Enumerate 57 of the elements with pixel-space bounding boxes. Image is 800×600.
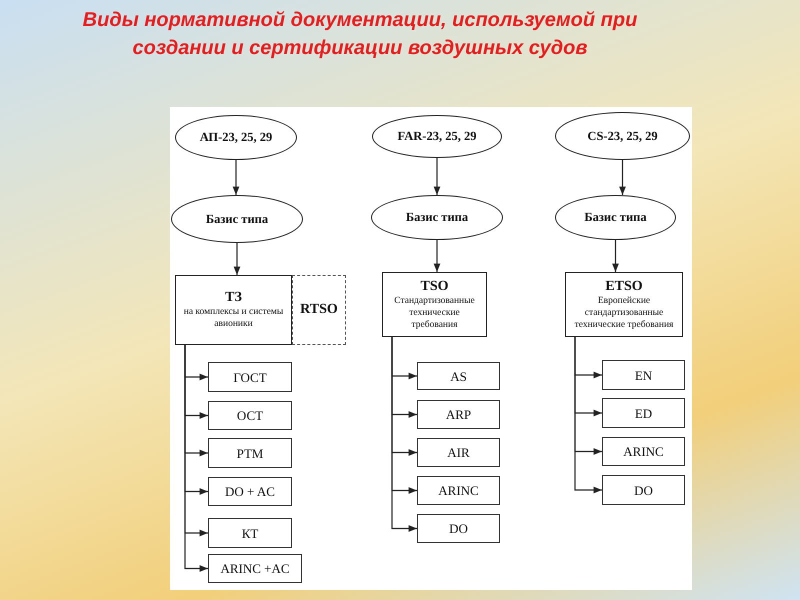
document-box <box>208 362 292 392</box>
node-label: ARINC <box>438 483 479 498</box>
arrow <box>234 243 240 275</box>
node-label: AS <box>450 368 467 384</box>
document-box <box>602 398 685 428</box>
arrow <box>391 337 417 532</box>
node-label: CS-23, 25, 29 <box>587 128 658 144</box>
document-box <box>602 475 685 505</box>
node-description: Европейские стандартизованные технические требования <box>574 294 674 330</box>
document-box <box>417 362 500 390</box>
node-label: Базис типа <box>206 212 268 226</box>
document-box <box>417 438 500 467</box>
arrow <box>574 337 602 494</box>
document-box <box>602 437 685 466</box>
node-label: Базис типа <box>406 210 468 225</box>
node-label: ED <box>634 406 652 420</box>
process-box <box>565 272 683 337</box>
document-box <box>417 514 500 543</box>
dashed-box <box>292 275 346 345</box>
document-box <box>417 400 500 429</box>
document-box <box>208 438 292 468</box>
node-description: Стандартизованные технические требования <box>393 294 476 330</box>
node-label: TSO <box>420 278 448 294</box>
node-label: ТЗ <box>225 290 242 306</box>
node-label: DO <box>634 482 653 498</box>
node-description: на комплексы и системы авионики <box>182 306 284 330</box>
node-label: РТМ <box>236 446 264 460</box>
node-label: AIR <box>447 445 470 460</box>
process-box <box>175 275 292 345</box>
arrow <box>612 240 619 272</box>
node-label: ARINC <box>623 444 664 459</box>
arrow <box>184 345 208 572</box>
node-label: АП-23, 25, 29 <box>200 130 272 145</box>
node-label: FAR-23, 25, 29 <box>398 129 476 144</box>
node-label: ОСТ <box>236 408 264 423</box>
document-box <box>417 476 500 505</box>
node-label: DO + AC <box>225 484 275 499</box>
node-label: Базис типа <box>584 210 647 225</box>
node-label: КТ <box>242 526 258 540</box>
node-label: ARINC +AC <box>220 561 290 576</box>
arrow <box>434 158 440 195</box>
node-label: ARP <box>446 407 472 422</box>
node-label: ГОСТ <box>233 370 267 384</box>
document-box <box>602 360 685 390</box>
arrow <box>232 160 240 195</box>
node-label: DO <box>449 521 468 536</box>
document-box <box>208 477 292 506</box>
document-box <box>208 401 292 430</box>
process-box <box>382 272 487 337</box>
arrow <box>434 240 440 272</box>
node-label: ETSO <box>605 278 643 294</box>
arrow <box>619 160 626 195</box>
document-box <box>208 518 292 548</box>
document-box <box>208 554 302 583</box>
title: Виды нормативной документации, используемой при создании и сертификации воздушных судов <box>82 8 638 61</box>
node-label: EN <box>634 368 652 382</box>
node-label: RTSO <box>300 302 338 318</box>
